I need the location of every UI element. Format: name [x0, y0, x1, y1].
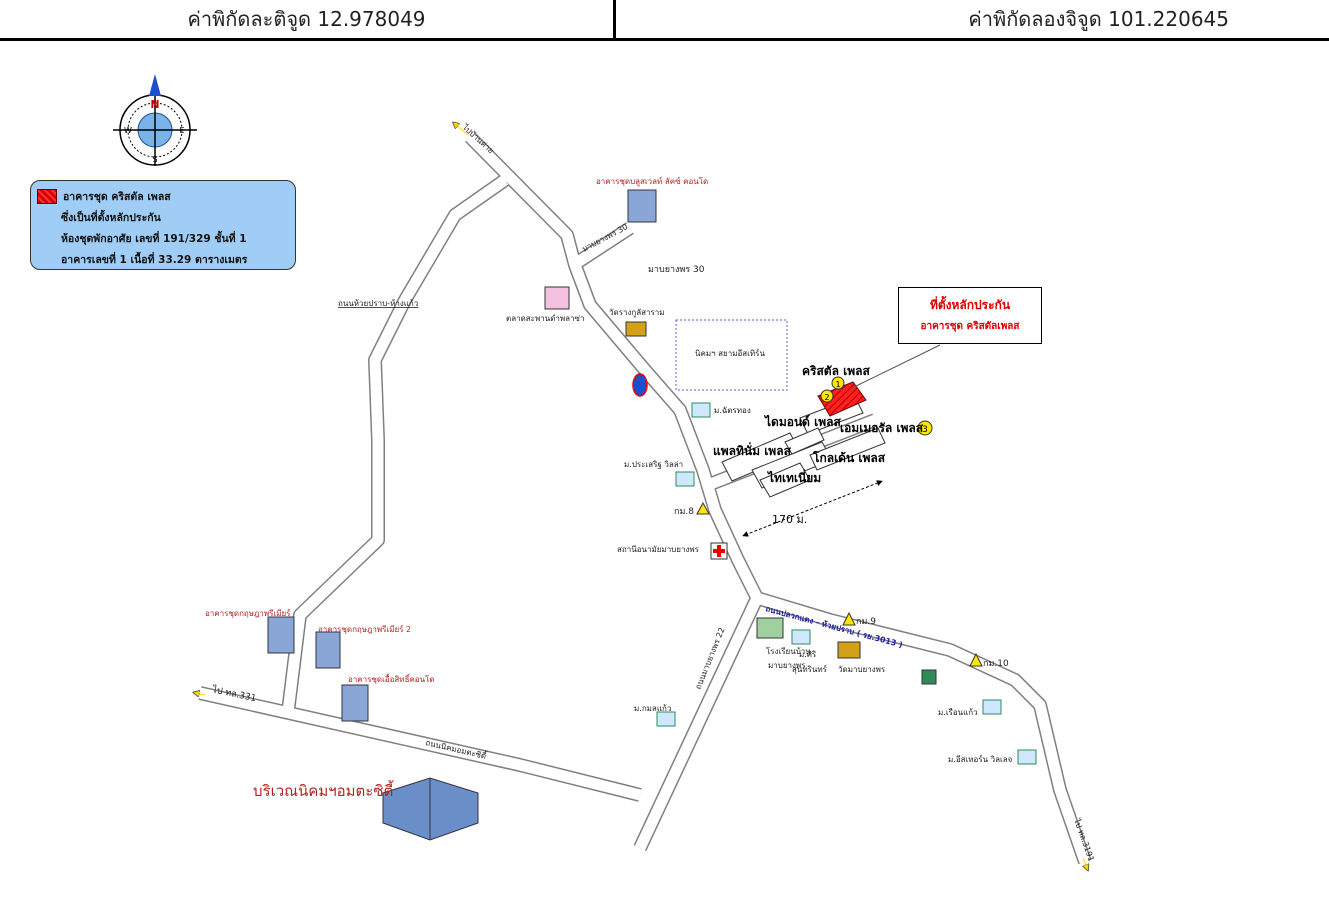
compass-w: W [124, 126, 132, 135]
km-marker-icon [696, 501, 710, 515]
place-label-km10: กม.10 [983, 659, 1009, 669]
latitude-label: ค่าพิกัดละติจูด 12.978049 [0, 0, 616, 38]
svg-text:2: 2 [824, 393, 829, 402]
place-label-condo-a: อาคารชุดกฤษฎาพรีเมียร์ [205, 608, 291, 618]
road-label-huaypong: ถนนห้วยปราบ-ห้างแก้ว [338, 299, 418, 308]
place-label-market: ตลาดสะพานดำพลาซ่า [506, 314, 584, 323]
place-label-ruenkaew: ม.เรือนแก้ว [938, 708, 978, 717]
condo-icon [267, 616, 295, 654]
svg-text:3: 3 [922, 425, 928, 435]
place-label-school2: มาบยางพร [768, 661, 806, 670]
road-label-mabyang30: มาบยางพร 30 [648, 265, 705, 275]
marker-2: 2 [820, 389, 834, 403]
arrow-south [1083, 857, 1087, 868]
sign-icon [921, 669, 937, 685]
hospital-icon [710, 542, 728, 560]
svg-text:1: 1 [835, 380, 840, 389]
place-label-wat-mab: วัดมาบยางพร [838, 665, 886, 674]
place-label-prasert: ม.ประเสริฐ วิลล่า [624, 460, 683, 469]
km-marker-icon [842, 611, 856, 626]
house-icon [675, 471, 695, 487]
place-label-condo-b: อาคารชุดกฤษฎาพรีเมียร์ 2 [318, 624, 411, 634]
legend-line-3: ห้องชุดพักอาศัย เลขที่ 191/329 ชั้นที่ 1 [61, 233, 247, 245]
place-label-health: สถานีอนามัยมาบยางพร [617, 545, 700, 554]
marker-3: 3 [917, 420, 933, 436]
place-label-km9: กม.9 [856, 617, 876, 627]
house-icon [656, 711, 676, 727]
collateral-callout: ที่ตั้งหลักประกัน อาคารชุด คริสตัลเพลส [898, 287, 1042, 344]
roads [198, 132, 1092, 865]
place-label-chatsong: ม.ฉัตรทอง [714, 406, 751, 415]
callout-title: ที่ตั้งหลักประกัน [929, 298, 1011, 312]
label-diamond: ไดมอนด์ เพลส [763, 414, 841, 429]
market-icon [544, 286, 570, 310]
place-label-wat-rang: วัดรางกูลัสาราม [609, 308, 665, 318]
temple-icon [625, 321, 647, 337]
callout-leader [851, 344, 941, 389]
condo-icon [627, 189, 657, 223]
house-icon [982, 699, 1002, 715]
condo-icon [341, 684, 369, 722]
place-label-siri2: สุนทรินทร์ [792, 664, 828, 674]
place-label-siri: ม.ศิริ [799, 650, 817, 659]
house-icon [791, 629, 811, 645]
longitude-label: ค่าพิกัดลองจิจูด 101.220645 [968, 7, 1229, 31]
industrial-estate-box [675, 319, 788, 391]
callout-subtitle: อาคารชุด คริสตัลเพลส [920, 321, 1020, 332]
distance-label: 170 ม. [772, 513, 807, 526]
km-marker-icon [969, 652, 983, 667]
marker-1: 1 [831, 376, 845, 390]
legend-line-1: อาคารชุด คริสตัล เพลส [63, 191, 171, 203]
arrow-north [455, 124, 469, 136]
condo-icon [315, 631, 341, 669]
house-icon [1017, 749, 1037, 765]
school-icon [756, 617, 784, 639]
place-label-amata-area: บริเวณนิคมฯอมตะซิตี้ [253, 780, 394, 800]
compass-n: N [150, 98, 159, 111]
legend-box: อาคารชุด คริสตัล เพลส ซึ่งเป็นที่ตั้งหลั… [30, 180, 296, 270]
distance-line [742, 480, 883, 537]
compass-e: E [179, 126, 184, 135]
label-titanium: ไทเทเนี่ยม [766, 469, 821, 485]
label-platinum: แพลทินั่ม เพลส [713, 442, 792, 458]
legend-swatch [37, 189, 57, 204]
place-label-eastern: ม.อีสเทอร์น วิลเลจ [948, 754, 1013, 764]
place-label-industrial: นิคมฯ สยามอีสเทิร์น [695, 348, 765, 358]
legend-line-4: อาคารเลขที่ 1 เนื้อที่ 33.29 ตารางเมตร [61, 254, 248, 266]
label-golden: โกลเด้น เพลส [812, 450, 886, 465]
gas-station-icon [632, 373, 648, 397]
temple-icon [837, 641, 861, 659]
house-icon [691, 402, 711, 418]
compass-s: S [152, 155, 157, 164]
place-label-condo-top: อาคารชุดบลูสเวลท์ ลัคซ์ คอนโด [596, 176, 708, 187]
coordinate-bar: ค่าพิกัดละติจูด 12.978049 ค่าพิกัดลองจิจ… [0, 0, 1329, 41]
place-label-km8: กม.8 [674, 507, 694, 517]
place-label-kamonkaew: ม.กมลแก้ว [634, 704, 671, 713]
location-map: 170 ม. 1 2 3 คริสตัล เพลส ไดมอนด์ เพลส เ… [113, 74, 1096, 914]
compass-rose: N S E W [113, 74, 197, 166]
label-crystal: คริสตัล เพลส [802, 364, 870, 378]
arrow-west [196, 693, 206, 695]
legend-line-2: ซึ่งเป็นที่ตั้งหลักประกัน [61, 212, 161, 224]
place-label-school: โรงเรียนบ้าน [766, 646, 811, 656]
industrial-building-icon [382, 777, 479, 841]
place-label-condo-c: อาคารชุดเอื้อสิทธิ์คอนโด [348, 673, 435, 684]
label-emerald: เอมเมอรัล เพลส [840, 421, 924, 435]
